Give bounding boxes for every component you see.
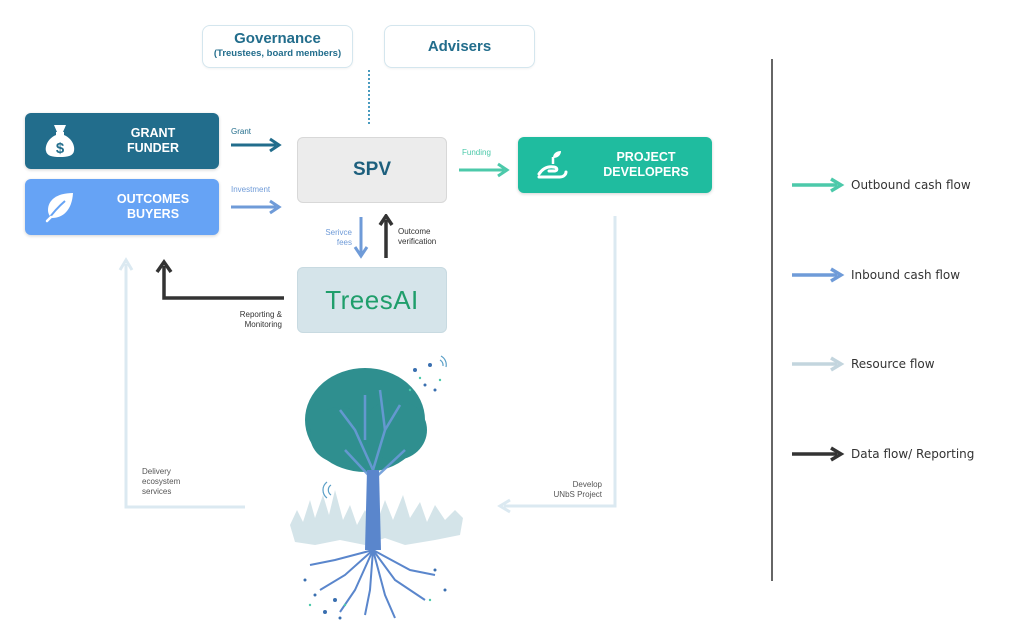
reporting-arrow [155,258,284,300]
delivery-label: Delivery ecosystem services [142,467,180,497]
outcomes-buyers-box: OUTCOMES BUYERS [25,179,219,235]
leaf-icon [25,190,95,224]
treesai-label: TreesAI [325,284,419,315]
legend-divider [771,59,773,581]
governance-box: Governance (Treustees, board members) [202,25,353,68]
grant-funder-label-line1: GRANT [130,126,176,140]
investment-arrow [231,199,282,215]
delivery-line2: ecosystem [142,477,181,486]
delivery-arrow [118,257,245,509]
governance-subtitle: (Treustees, board members) [213,48,342,59]
project-developers-label-line1: PROJECT [616,150,676,164]
resource-arrow-icon [792,356,845,372]
service-fees-line2: fees [336,238,352,247]
funding-arrow [459,162,510,178]
grant-funder-label-line2: FUNDER [126,141,180,155]
reporting-line1: Reporting & [239,310,282,319]
legend-item-outbound: Outbound cash flow [791,176,971,194]
grant-funder-box: $ GRANT FUNDER [25,113,219,169]
project-developers-box: PROJECT DEVELOPERS [518,137,712,193]
project-developers-label: PROJECT DEVELOPERS [588,150,712,180]
develop-label: Develop UNbS Project [540,480,602,500]
spv-box: SPV [297,137,447,203]
spv-label: SPV [352,159,392,180]
develop-arrow [497,216,617,514]
governance-connector [368,70,370,126]
funding-label: Funding [462,148,491,157]
legend-label-resource: Resource flow [851,357,935,371]
inbound-arrow-icon [792,267,845,283]
money-bag-icon: $ [25,123,95,159]
outcomes-buyers-label-line2: BUYERS [126,207,180,221]
grant-label: Grant [231,127,252,136]
develop-line1: Develop [572,480,602,489]
reporting-line2: Monitoring [244,320,282,329]
service-fees-label: Serivce fees [310,228,352,248]
governance-title: Governance [234,30,321,47]
legend-item-resource: Resource flow [791,355,935,373]
outcome-verification-arrow [378,214,394,258]
reporting-label: Reporting & Monitoring [222,310,282,330]
service-fees-line1: Serivce [325,228,352,237]
legend-item-data: Data flow/ Reporting [791,445,974,463]
project-developers-label-line2: DEVELOPERS [603,165,689,179]
sprout-hand-icon [518,148,588,182]
outcome-verification-label: Outcome verification [398,227,436,247]
legend-item-inbound: Inbound cash flow [791,266,960,284]
grant-arrow [231,137,282,153]
outbound-arrow-icon [792,177,845,193]
legend-label-data: Data flow/ Reporting [851,447,975,461]
outcomes-buyers-label-line1: OUTCOMES [116,192,190,206]
outcome-verification-line1: Outcome [398,227,431,236]
legend-label-inbound: Inbound cash flow [851,268,961,282]
delivery-line3: services [142,487,172,496]
data-arrow-icon [792,446,845,462]
legend-label-outbound: Outbound cash flow [851,178,971,192]
outcomes-buyers-label: OUTCOMES BUYERS [95,192,219,222]
outcome-verification-line2: verification [398,237,437,246]
service-fees-arrow [353,217,369,259]
advisers-box: Advisers [384,25,535,68]
develop-line2: UNbS Project [553,490,602,499]
tree-illustration [290,355,463,620]
advisers-title: Advisers [427,38,492,55]
svg-text:$: $ [56,140,65,157]
investment-label: Investment [231,185,271,194]
treesai-box: TreesAI [297,267,447,333]
grant-funder-label: GRANT FUNDER [95,126,219,156]
delivery-line1: Delivery [142,467,171,476]
